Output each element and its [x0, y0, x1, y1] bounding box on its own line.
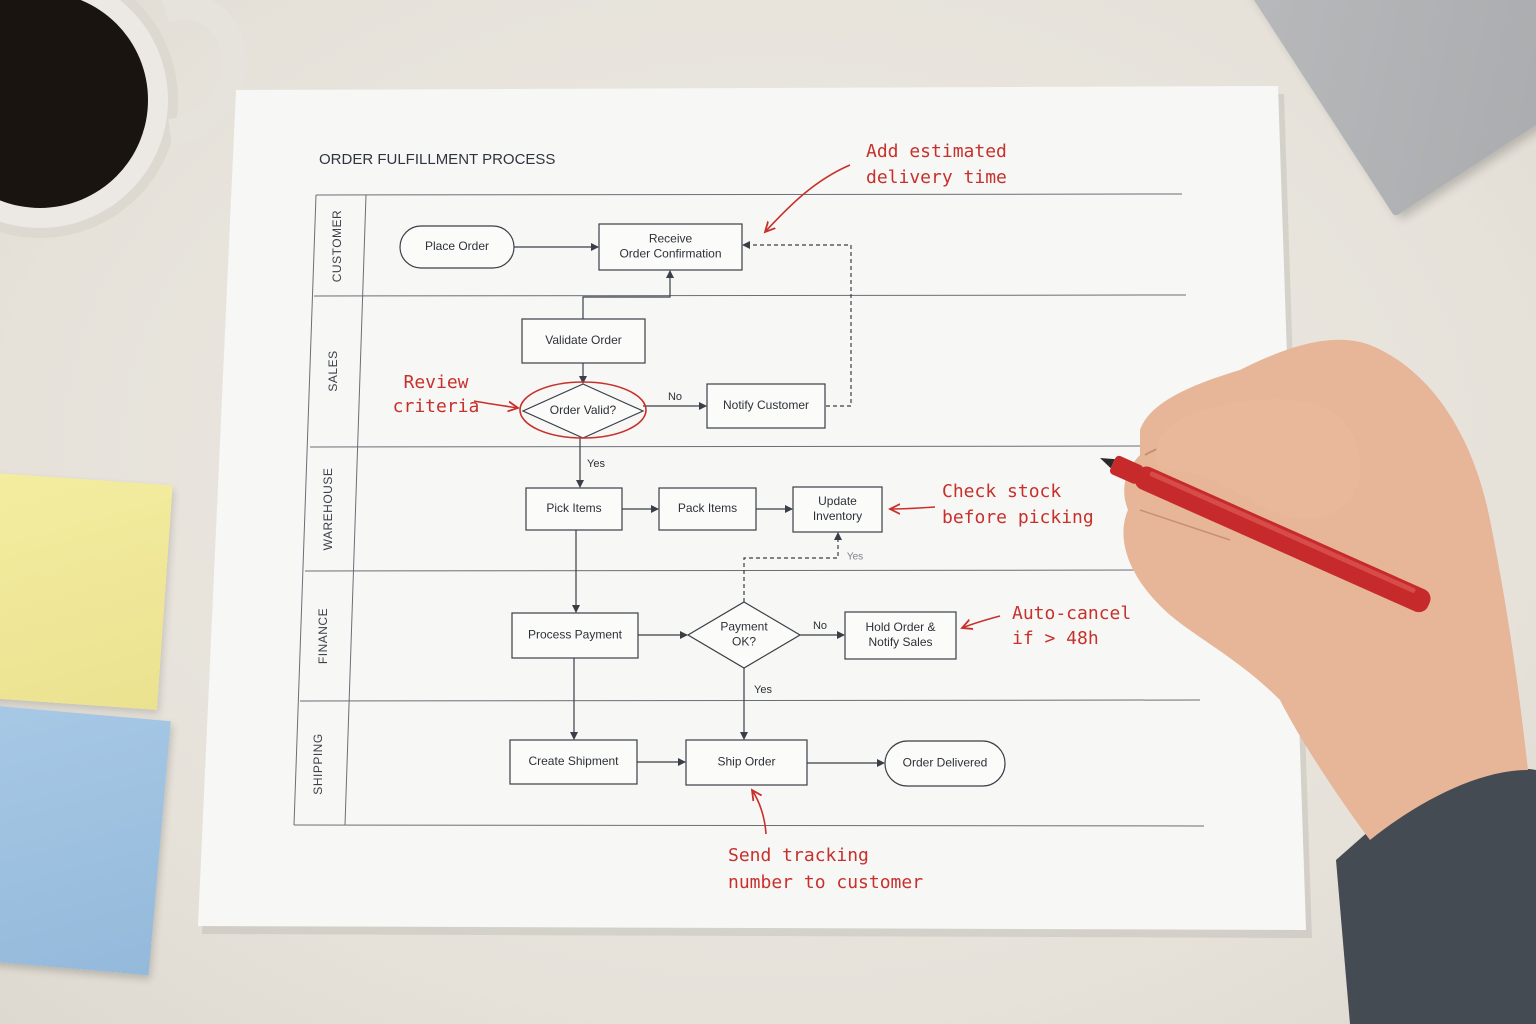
process-shape	[792, 486, 883, 533]
process-shape	[511, 612, 639, 659]
annotation-review-criteria: Review criteria	[393, 372, 518, 417]
node-text: Payment	[720, 620, 768, 634]
annotation-arrow	[962, 615, 1001, 628]
process-shape	[521, 318, 646, 364]
lane-labels: CUSTOMER SALES WAREHOUSE FINANCE SHIPPING	[311, 210, 344, 795]
annotation-text: Add estimated	[866, 141, 1007, 162]
process-shape	[525, 487, 623, 531]
annotation-check-stock: Check stock before picking	[890, 481, 1094, 528]
node-text: Update	[818, 494, 857, 508]
node-text: OK?	[732, 635, 756, 649]
highlight-ellipse	[519, 381, 647, 439]
diagram-title: ORDER FULFILLMENT PROCESS	[319, 151, 555, 168]
lane-label-finance: FINANCE	[316, 608, 330, 664]
lane-label-warehouse: WAREHOUSE	[321, 468, 335, 551]
annotation-arrow	[765, 164, 851, 232]
node-text: Place Order	[425, 239, 489, 253]
edge-label: No	[668, 391, 682, 403]
annotation-arrow	[473, 400, 518, 408]
annotation-arrow	[890, 507, 936, 509]
annotation-text: Send tracking	[728, 845, 869, 866]
node-text: Inventory	[813, 509, 862, 523]
process-shape	[706, 383, 826, 429]
node-text: Pick Items	[546, 501, 601, 515]
edge-label: Yes	[587, 458, 605, 470]
node-order-valid: Order Valid?	[521, 383, 645, 439]
terminal-shape	[399, 225, 515, 269]
annotation-arrow	[752, 790, 767, 835]
lane-label-sales: SALES	[326, 350, 340, 391]
process-shape	[509, 739, 638, 785]
edge-label: Yes	[847, 552, 863, 563]
node-create-shipment: Create Shipment	[509, 739, 638, 785]
decision-shape	[686, 601, 802, 669]
terminal-shape	[884, 740, 1006, 787]
process-shape	[658, 487, 757, 531]
node-order-delivered: Order Delivered	[884, 740, 1006, 787]
lane-label-shipping: SHIPPING	[311, 733, 325, 794]
annotation-text: Auto-cancel	[1012, 603, 1131, 624]
node-text: Notify Customer	[723, 398, 809, 412]
edge-notify-customer-to-receive-confirmation	[742, 241, 852, 407]
annotation-delivery-time: Add estimated delivery time	[765, 141, 1007, 232]
node-text: Receive	[649, 232, 693, 246]
node-text: Order Confirmation	[619, 247, 721, 261]
node-ship-order: Ship Order	[685, 739, 808, 786]
node-text: Ship Order	[717, 755, 775, 769]
node-text: Pack Items	[678, 501, 737, 515]
annotation-send-tracking: Send tracking number to customer	[728, 790, 923, 893]
node-hold-order: Hold Order &Notify Sales	[844, 611, 957, 660]
annotation-text: Check stock	[942, 481, 1061, 502]
lane-label-customer: CUSTOMER	[330, 210, 344, 282]
annotation-text: number to customer	[728, 872, 923, 893]
node-pick-items: Pick Items	[525, 487, 623, 531]
node-text: Create Shipment	[528, 754, 619, 768]
annotation-auto-cancel: Auto-cancel if > 48h	[962, 603, 1131, 649]
edge-payment-ok-to-update-inventory	[743, 532, 842, 602]
edge-validate-order-to-receive-confirmation	[582, 270, 674, 319]
process-shape	[598, 223, 743, 271]
node-pack-items: Pack Items	[658, 487, 757, 531]
edge-label: No	[813, 620, 827, 632]
hand-with-pen	[1100, 339, 1536, 1024]
node-place-order: Place Order	[399, 225, 515, 269]
edge-label: Yes	[754, 684, 772, 696]
node-text: Order Valid?	[550, 403, 617, 417]
node-validate-order: Validate Order	[521, 318, 646, 364]
process-shape	[844, 611, 957, 660]
annotation-text: Review	[403, 372, 468, 393]
coffee-mug	[0, 0, 248, 238]
swimlane-frame	[293, 193, 1205, 827]
process-shape	[685, 739, 808, 786]
node-notify-customer: Notify Customer	[706, 383, 826, 429]
node-text: Process Payment	[528, 628, 623, 642]
node-text: Order Delivered	[903, 756, 988, 770]
annotation-text: if > 48h	[1012, 628, 1099, 649]
annotation-text: before picking	[942, 507, 1094, 528]
annotation-text: criteria	[393, 396, 480, 417]
node-text: Notify Sales	[868, 635, 932, 649]
node-process-payment: Process Payment	[511, 612, 639, 659]
node-text: Validate Order	[545, 333, 621, 347]
node-text: Hold Order &	[865, 620, 935, 634]
annotation-text: delivery time	[866, 167, 1007, 188]
